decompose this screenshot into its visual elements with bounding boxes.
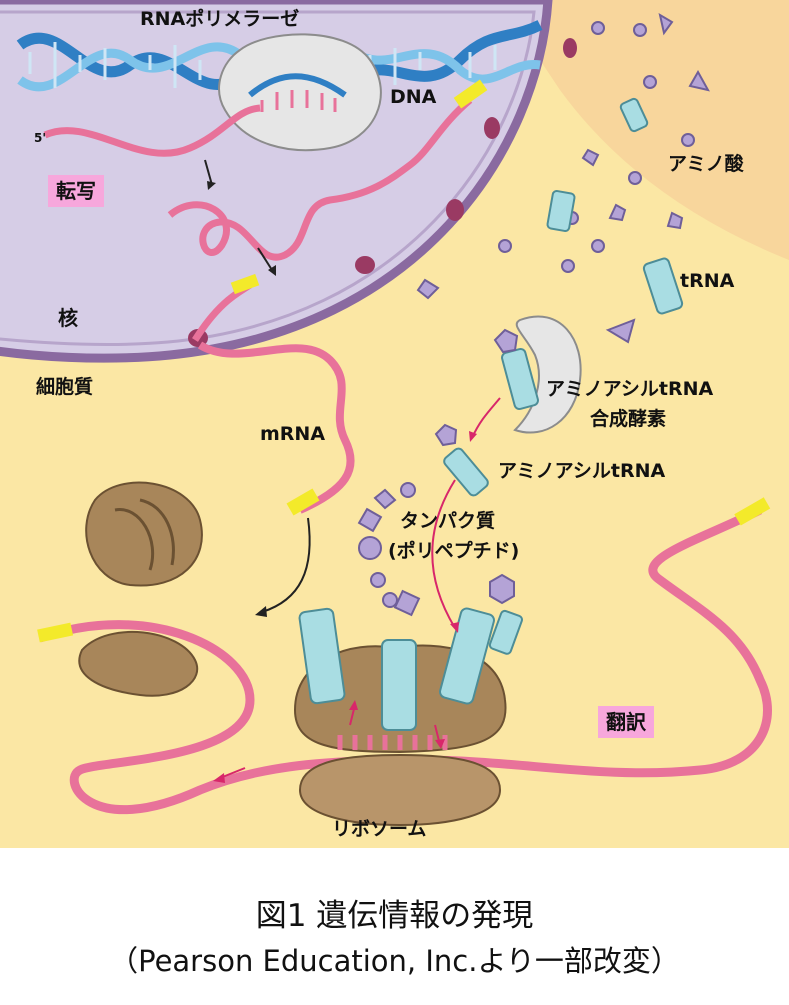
label-transcription: 転写 — [48, 175, 104, 207]
arrow-down — [204, 159, 213, 186]
label-mrna: mRNA — [260, 423, 326, 445]
trna-on-ribosome — [298, 607, 523, 731]
mrna-end-cap-nucleus — [453, 79, 488, 109]
mrna-folded — [167, 97, 473, 261]
label-trna: tRNA — [680, 270, 735, 292]
mrna-cytoplasm — [197, 341, 355, 514]
figure-caption-source: （Pearson Education, Inc.より一部改変） — [109, 944, 680, 978]
free-amino-acids — [416, 12, 710, 344]
label-synthetase-1: アミノアシルtRNA — [546, 378, 714, 400]
nuclear-envelope-inner — [0, 10, 536, 347]
label-rna-polymerase: RNAポリメラーゼ — [140, 8, 300, 30]
label-protein-2: (ポリペプチド) — [388, 540, 520, 562]
mrna-end-yellow — [286, 488, 320, 516]
rna-polymerase-shape — [218, 33, 382, 152]
nascent-mrna — [43, 104, 261, 157]
free-trnas — [546, 97, 684, 315]
organelle-2 — [78, 630, 198, 697]
mrna-translation-end-left — [37, 622, 74, 643]
cytoplasm-upper-shading — [500, 0, 789, 260]
label-aminoacyl-trna: アミノアシルtRNA — [498, 460, 666, 482]
mrna-end-cap — [230, 273, 260, 295]
transcription-bubble — [248, 73, 347, 98]
label-translation: 翻訳 — [598, 706, 654, 738]
label-five-prime: 5' — [34, 131, 47, 145]
label-protein-1: タンパク質 — [400, 510, 496, 532]
label-amino-acid: アミノ酸 — [668, 153, 744, 175]
arrow-to-membrane — [257, 247, 273, 271]
label-dna: DNA — [390, 86, 437, 108]
polypeptide-chain — [357, 482, 515, 617]
aminoacyl-trna-shape — [434, 423, 489, 497]
arrow-mrna-to-ribosome — [261, 517, 311, 613]
figure-caption-title: 図1 遺伝情報の発現 — [255, 898, 534, 934]
gene-expression-diagram — [0, 0, 789, 848]
mrna-translation-end-right — [734, 497, 771, 526]
organelle-1 — [85, 481, 203, 587]
label-ribosome: リボソーム — [332, 818, 427, 840]
nuclear-envelope — [0, 0, 553, 363]
label-synthetase-2: 合成酵素 — [590, 408, 667, 430]
label-cytoplasm: 細胞質 — [36, 376, 94, 398]
synthetase — [493, 315, 582, 434]
label-nucleus: 核 — [58, 306, 78, 330]
